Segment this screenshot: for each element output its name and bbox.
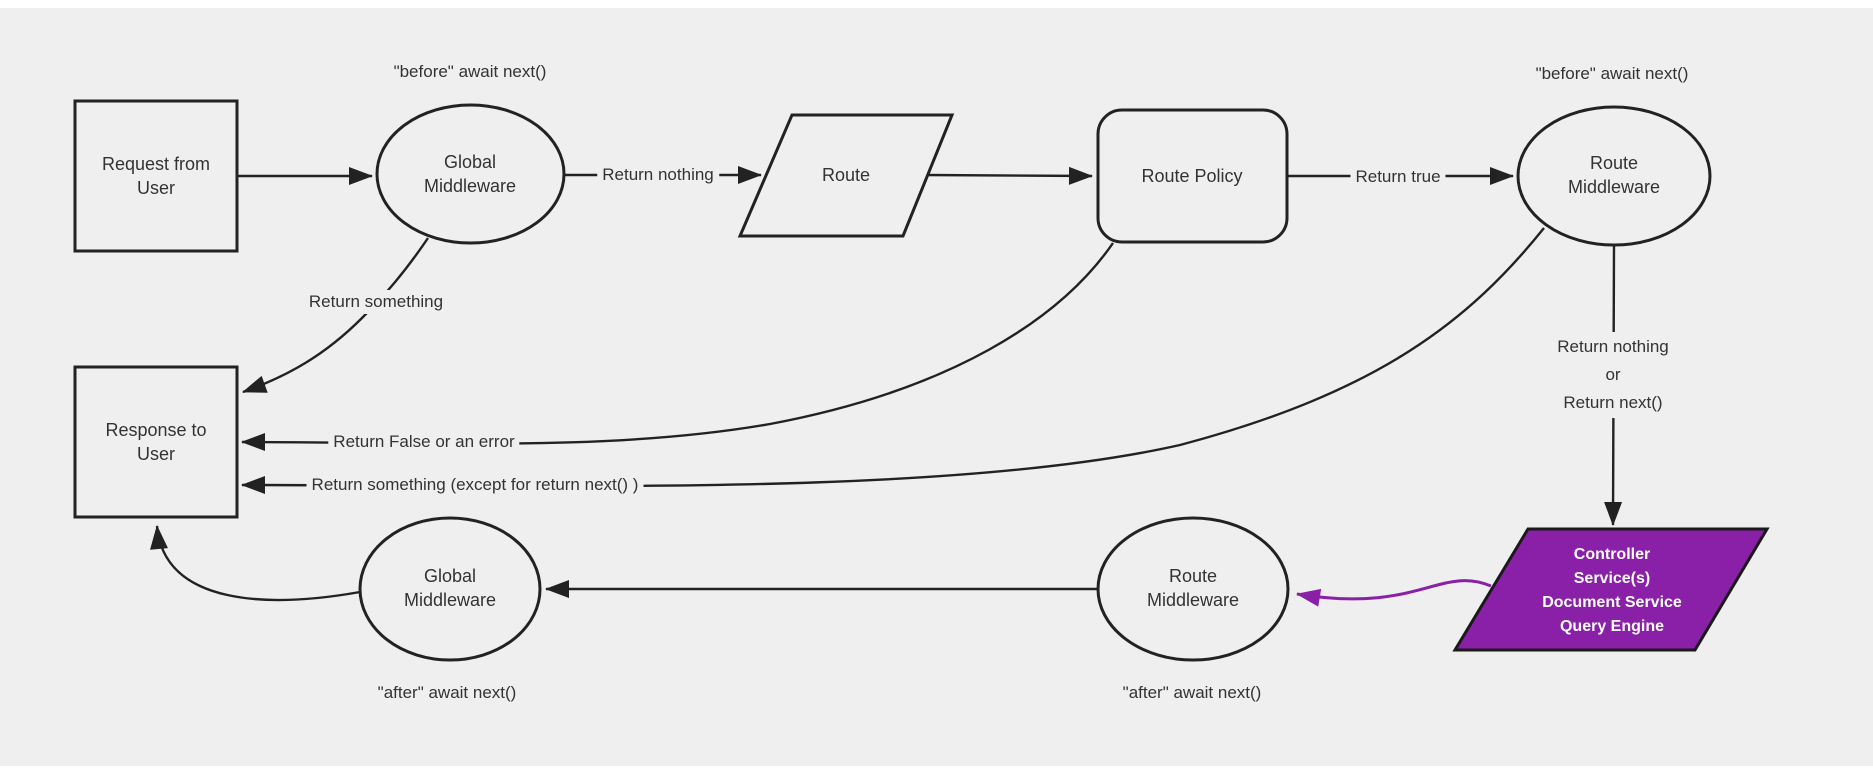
global-middleware-in-node-label: Global Middleware (423, 152, 517, 196)
route-middleware-in-node (1516, 105, 1712, 247)
edge-global-middleware-to-response-bottom (150, 525, 361, 602)
edge-controller-to-route-middleware (1296, 579, 1492, 607)
global-middleware-out-node-label: Global Middleware (403, 566, 497, 610)
route-node (737, 113, 955, 238)
edge-route-to-route-policy (925, 166, 1093, 185)
edge-route-policy-to-response (241, 242, 1114, 452)
edge-label-return-true: Return true (1350, 165, 1446, 189)
edge-label-return-nothing: Return nothing (597, 163, 719, 187)
response-node (73, 365, 239, 519)
edge-global-middleware-to-response (242, 237, 429, 394)
route-middleware-out-node-label: Route Middleware (1146, 566, 1240, 610)
edge-label-return-nothing-or-next: Return nothing or Return next() (1549, 332, 1677, 418)
controller-node-label: Controller Service(s) Document Service Q… (1542, 546, 1682, 635)
route-policy-node (1096, 108, 1289, 244)
route-node-label: Route (821, 165, 871, 185)
request-node-label: Request from User (101, 154, 211, 198)
edge-label-return-false-or-error: Return False or an error (328, 430, 520, 454)
after-await-annotation-global: "after" await next() (377, 683, 517, 702)
request-node (73, 99, 239, 253)
after-await-annotation-route: "after" await next() (1122, 683, 1262, 702)
route-policy-node-label: Route Policy (1141, 166, 1243, 186)
edge-label-return-something: Return something (303, 290, 449, 314)
route-middleware-in-node-label: Route Middleware (1567, 153, 1661, 197)
global-middleware-out-node (358, 516, 542, 662)
before-await-annotation-route: "before" await next() (1535, 64, 1689, 83)
route-middleware-out-node (1096, 516, 1290, 662)
before-await-annotation-global: "before" await next() (393, 62, 547, 81)
controller-node (1452, 527, 1770, 652)
response-node-label: Response to User (105, 420, 207, 464)
edge-label-return-something-except: Return something (except for return next… (306, 473, 644, 497)
global-middleware-in-node (375, 103, 566, 245)
